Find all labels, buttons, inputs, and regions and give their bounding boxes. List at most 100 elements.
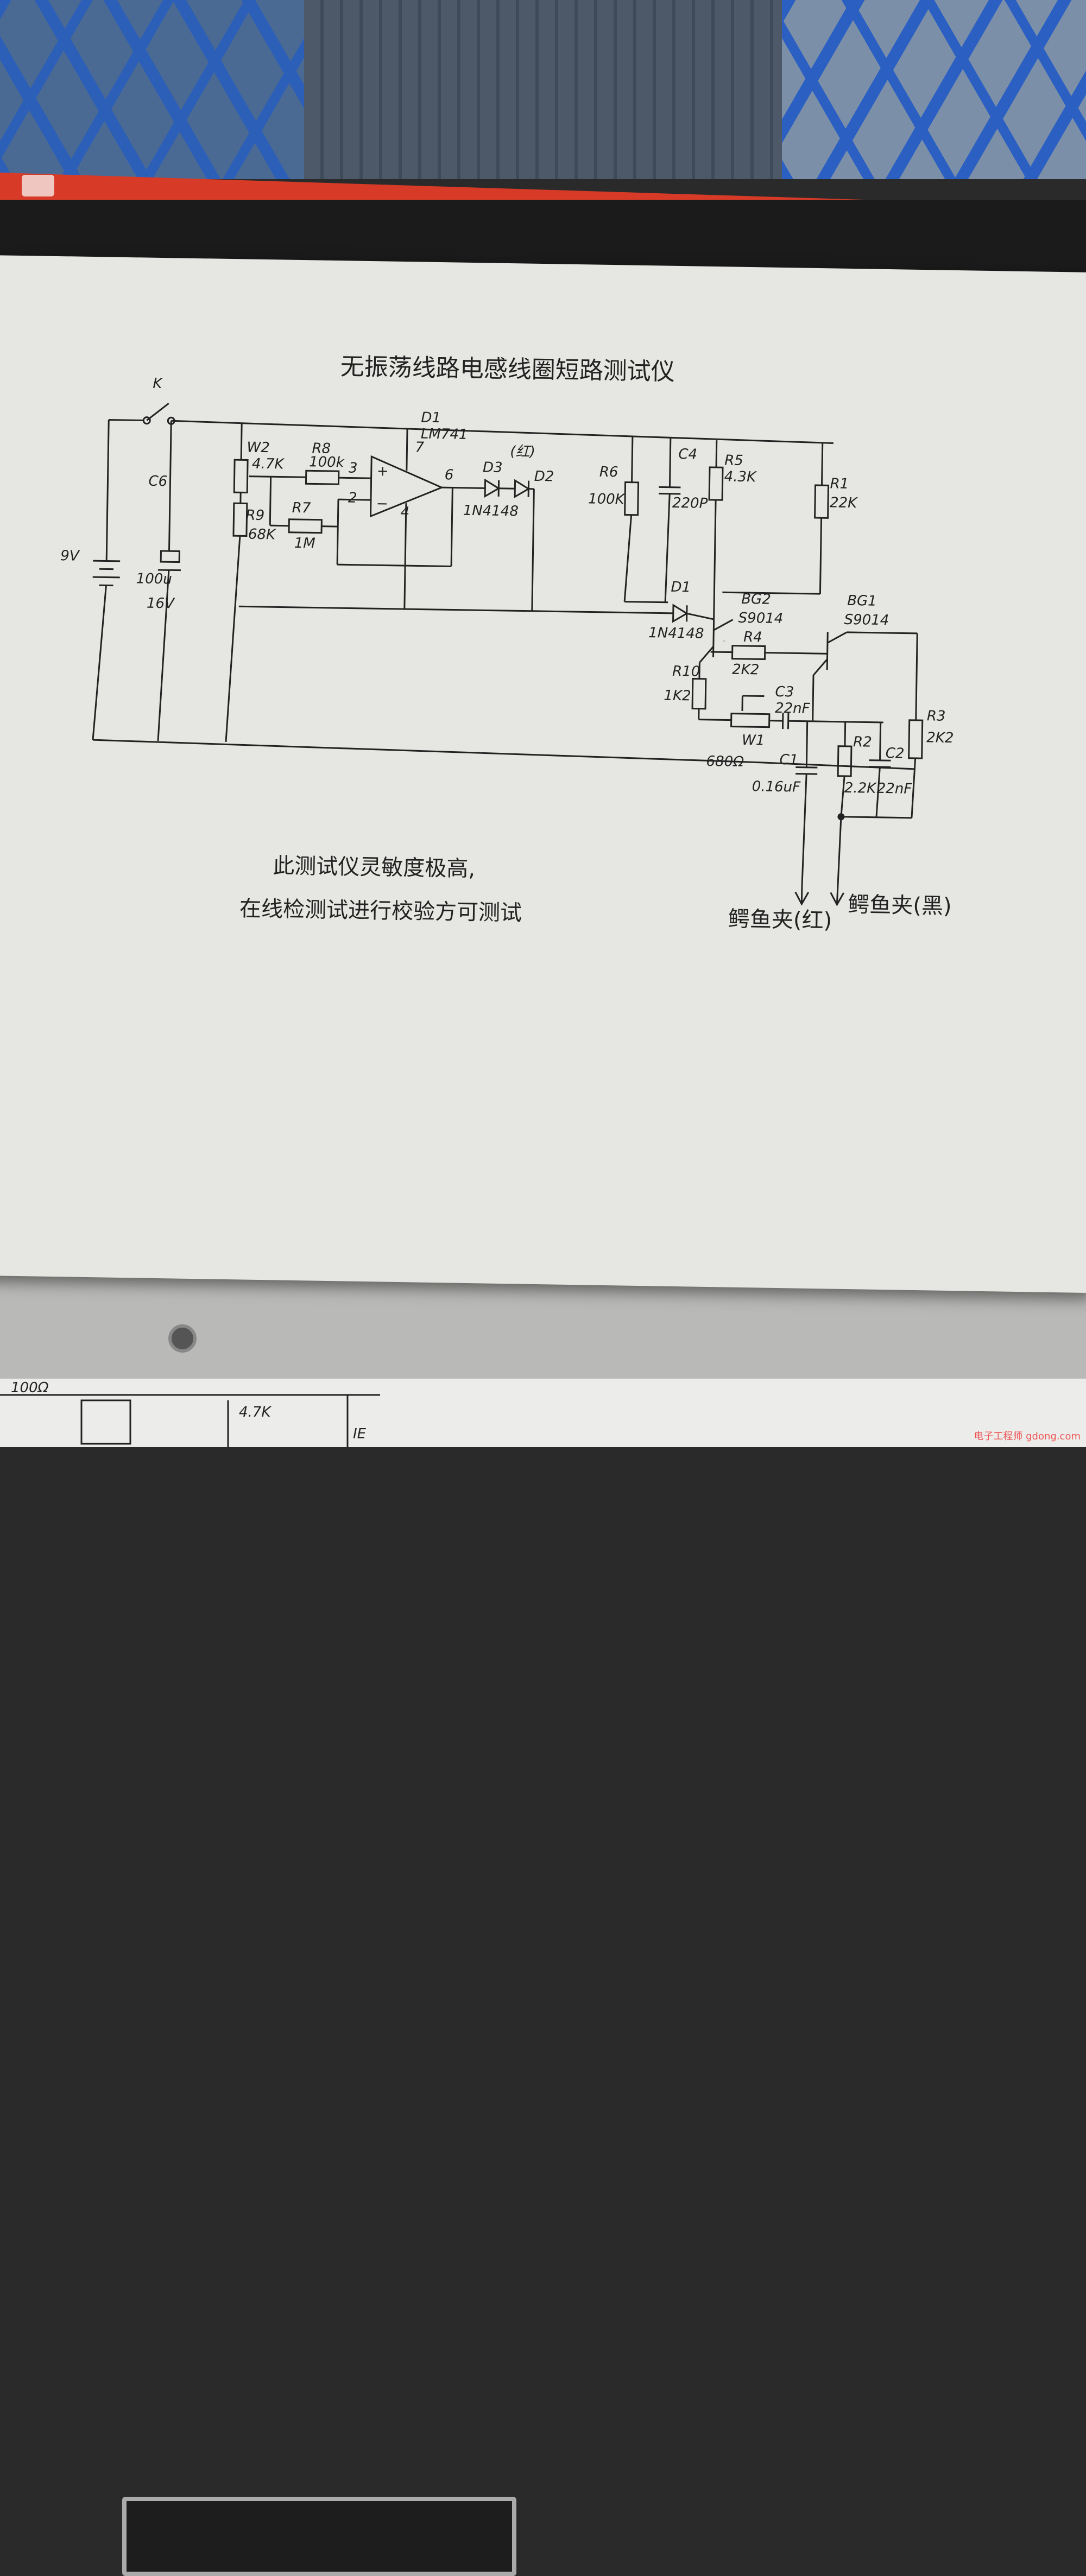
bottom-rail <box>93 740 753 762</box>
r9-value: 68K <box>248 526 277 543</box>
wire <box>624 515 632 601</box>
bg1-collector <box>828 632 847 643</box>
c2-name: C2 <box>886 745 905 762</box>
wire <box>241 423 242 460</box>
wire <box>337 564 451 566</box>
d2-note: (红) <box>510 443 535 460</box>
note-line-1: 此测试仪灵敏度极高, <box>273 853 475 881</box>
c4-name: C4 <box>678 446 697 463</box>
under-label: 100Ω <box>11 1380 49 1396</box>
probe-black-label: 鳄鱼夹(黑) <box>848 892 952 919</box>
wire <box>841 817 912 818</box>
resistor-r2 <box>838 746 851 776</box>
wire <box>820 518 821 594</box>
switch-k <box>147 403 168 421</box>
resistor-r9 <box>233 503 247 536</box>
c3-name: C3 <box>775 684 794 701</box>
w2-value: 4.7K <box>252 456 285 473</box>
c6-sub: 16V <box>147 595 176 612</box>
bg1-name: BG1 <box>847 593 877 610</box>
c1-value: 0.16uF <box>752 778 801 795</box>
note-line-2: 在线检测试进行校验方可测试 <box>239 896 522 925</box>
bg1-base <box>827 632 828 670</box>
led-d2 <box>515 480 528 497</box>
r9-name: R9 <box>245 507 264 524</box>
wire <box>837 817 841 904</box>
wire <box>239 606 532 611</box>
wire <box>169 421 171 551</box>
r2-value: 2.2K <box>844 780 877 797</box>
bridge-railing-left <box>0 0 326 179</box>
pin-2: 2 <box>348 490 357 506</box>
under-label: IE <box>353 1426 367 1442</box>
wire <box>916 633 918 720</box>
watermark: 电子工程师 gdong.com <box>974 1429 1081 1443</box>
capacitor-c6 <box>161 551 179 562</box>
w1-name: W1 <box>742 732 765 749</box>
ic-part: LM741 <box>421 426 468 443</box>
d2-name: D2 <box>534 468 554 485</box>
bg2-name: BG2 <box>741 591 771 608</box>
start-button[interactable] <box>22 175 54 196</box>
pin-3: 3 <box>349 460 358 476</box>
wire <box>270 525 289 526</box>
bridge-railing-right <box>782 0 1086 179</box>
wire <box>802 774 806 887</box>
c6-name: C6 <box>148 473 167 490</box>
c6-value: 100u <box>136 570 172 587</box>
opamp-plus: + <box>377 463 389 479</box>
bg1-emitter <box>813 659 827 675</box>
r10-value: 1K2 <box>664 688 691 705</box>
schematic-drawing: 无振荡线路电感线圈短路测试仪 K 9V C6 100u 16V W2 <box>0 255 1086 1293</box>
d3-name: D3 <box>483 459 503 476</box>
potentiometer-w1 <box>731 714 769 727</box>
resistor-r5 <box>709 467 723 500</box>
r3-value: 2K2 <box>926 729 954 746</box>
c1-name: C1 <box>779 752 798 769</box>
wire <box>624 601 668 602</box>
bg1-part: S9014 <box>844 612 889 629</box>
bg2-emitter <box>699 646 713 663</box>
r6-value: 100K <box>588 491 626 507</box>
r7-name: R7 <box>292 500 312 517</box>
resistor-r7 <box>289 519 321 533</box>
wire <box>722 592 820 594</box>
wire <box>912 758 915 818</box>
r1-name: R1 <box>830 475 849 492</box>
wire <box>880 722 881 760</box>
battery-label: 9V <box>60 548 80 564</box>
resistor-r1 <box>815 485 829 518</box>
c3-value: 22nF <box>775 700 811 717</box>
top-rail <box>171 421 834 443</box>
wire <box>338 499 371 500</box>
wire <box>806 721 807 767</box>
ic-name: D1 <box>421 410 441 427</box>
wire <box>249 477 306 478</box>
r2-name: R2 <box>853 734 872 751</box>
wire <box>93 585 106 740</box>
r3-name: R3 <box>927 708 946 725</box>
diode-d3 <box>485 480 498 496</box>
c2-value: 22nF <box>877 781 913 797</box>
wire <box>687 613 714 619</box>
switch-label: K <box>153 376 163 392</box>
wire <box>632 437 633 483</box>
r4-value: 2K2 <box>732 662 760 678</box>
w1-value: 680Ω <box>706 753 744 770</box>
under-label: 4.7K <box>239 1404 272 1420</box>
wire <box>714 500 716 619</box>
resistor-r6 <box>625 482 639 515</box>
w2-name: W2 <box>247 439 270 456</box>
potentiometer-w2 <box>234 460 248 492</box>
battery-plate <box>93 577 120 578</box>
resistor-r4 <box>732 646 765 659</box>
wire <box>226 536 240 742</box>
r7-value: 1M <box>294 535 315 552</box>
wire <box>847 632 917 633</box>
wire <box>532 489 534 611</box>
d1-part: 1N4148 <box>648 625 704 642</box>
resistor-r10 <box>692 678 706 708</box>
wire <box>665 494 670 602</box>
wire <box>716 440 717 467</box>
touchpad <box>122 2497 516 2576</box>
